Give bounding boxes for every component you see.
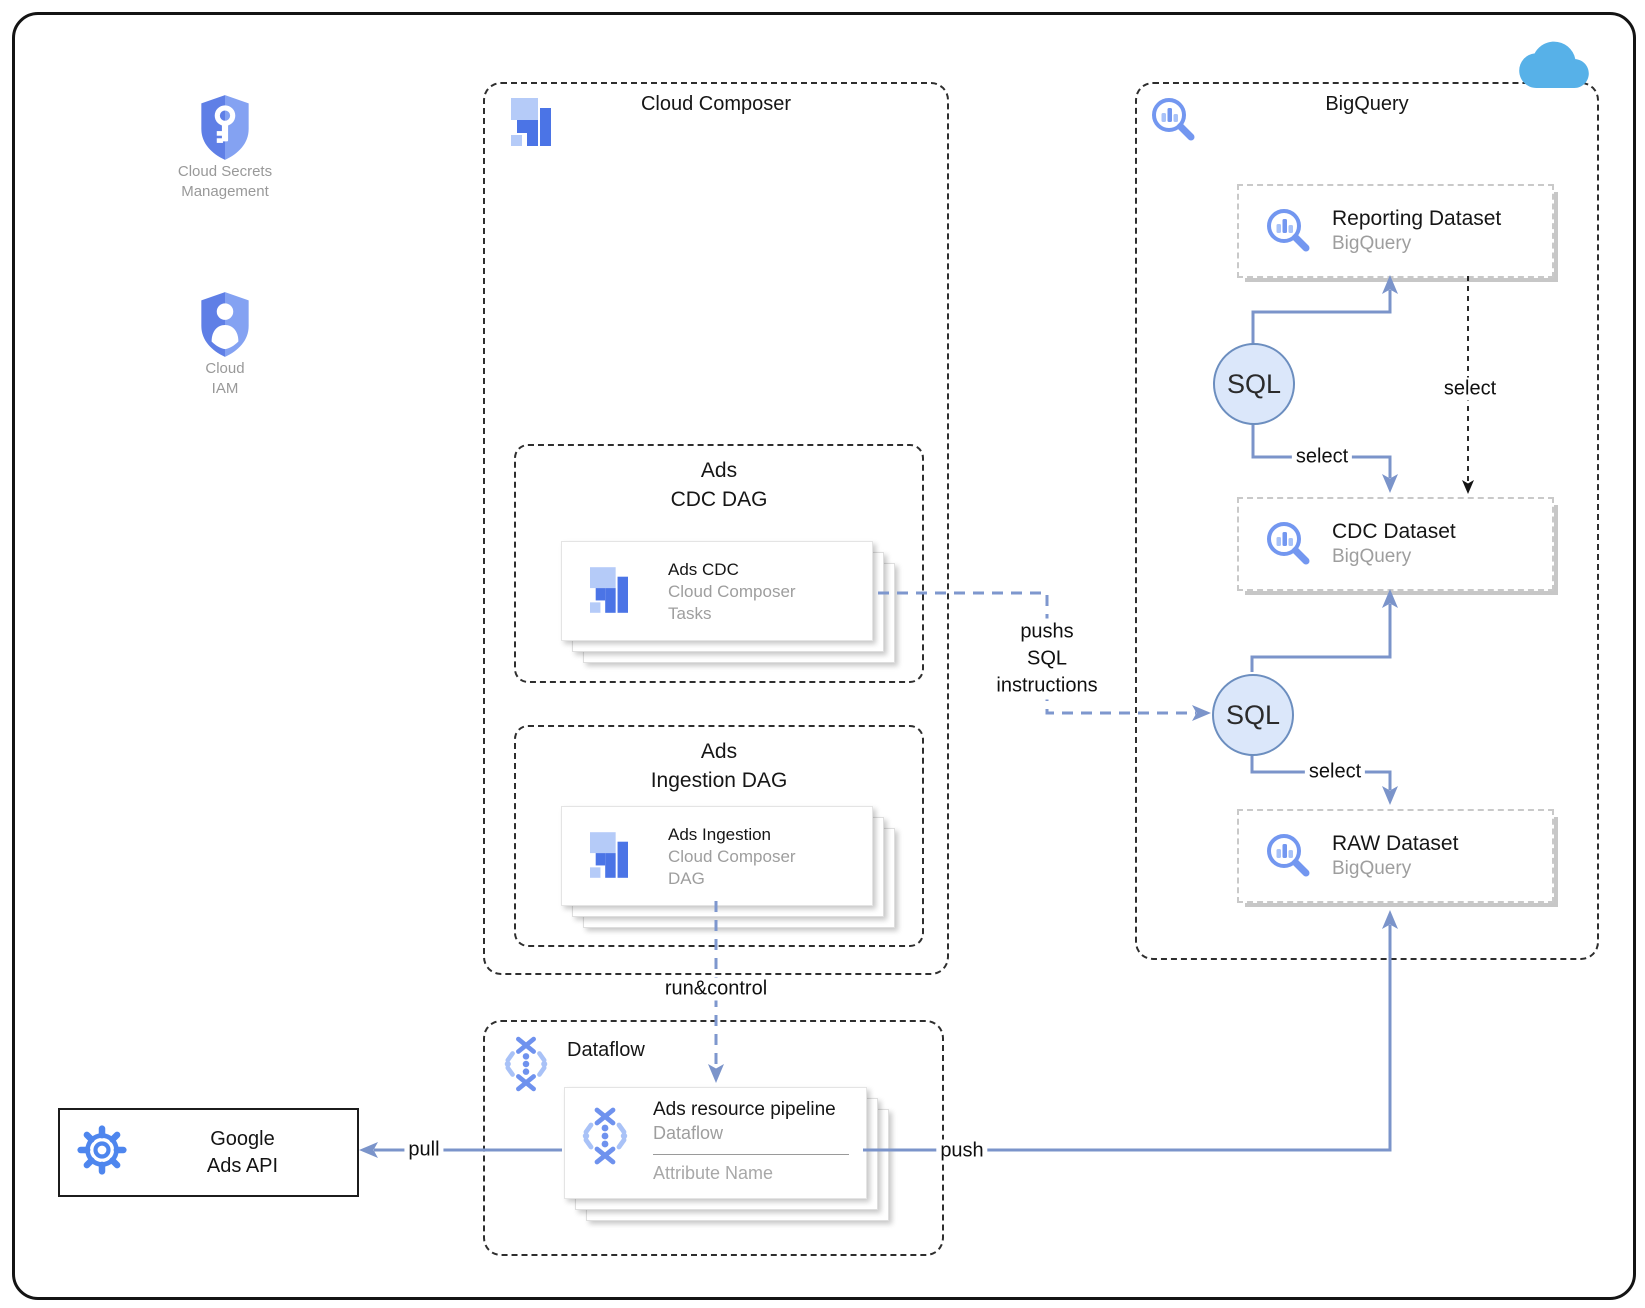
ads-ingestion-dag-title: Ads Ingestion DAG	[516, 737, 922, 795]
cdc-dataset-box: CDC Dataset BigQuery	[1237, 497, 1554, 591]
dataflow-icon	[581, 1100, 629, 1177]
ads-ingestion-dag-title-line2: Ingestion DAG	[650, 769, 788, 792]
cloud-iam-label: Cloud IAM	[130, 359, 320, 399]
bigquery-container: BigQuery Reporting Dataset BigQuery	[1135, 82, 1599, 960]
sql-node-1: SQL	[1213, 343, 1295, 425]
edge-label-run-control: run&control	[660, 977, 772, 1001]
edge-label-pull: pull	[404, 1138, 444, 1162]
bigquery-icon	[1149, 95, 1197, 145]
bigquery-title: BigQuery	[1325, 93, 1409, 115]
ads-ingestion-card-subtitle2: DAG	[668, 869, 705, 888]
raw-dataset-title: RAW Dataset	[1332, 832, 1459, 855]
bigquery-icon	[1264, 519, 1312, 569]
ads-ingestion-card-subtitle1: Cloud Composer	[668, 847, 796, 866]
cloud-secrets-label-line2: Management	[181, 183, 269, 200]
cloud-iam-shield-person-icon	[196, 289, 254, 361]
edge-label-select-reporting-cdc: select	[1439, 377, 1501, 401]
pipeline-card-subtitle: Dataflow	[653, 1123, 724, 1143]
dataflow-container: Dataflow	[483, 1020, 944, 1256]
ads-cdc-dag-title: Ads CDC DAG	[516, 456, 922, 514]
edge-label-pushs-sql-instructions: pushs SQL instructions	[992, 618, 1102, 700]
reporting-dataset-box: Reporting Dataset BigQuery	[1237, 184, 1554, 278]
ads-ingestion-dag-title-line1: Ads	[700, 740, 738, 763]
ads-cdc-card: Ads CDC Cloud Composer Tasks	[561, 541, 873, 641]
sql-node-2-label: SQL	[1225, 699, 1281, 730]
cloud-composer-icon	[590, 831, 628, 884]
edge-label-select-sql1-cdc: select	[1291, 445, 1353, 469]
pushs-label-line3: instructions	[996, 674, 1098, 697]
ads-cdc-card-subtitle1: Cloud Composer	[668, 582, 796, 601]
ads-ingestion-card: Ads Ingestion Cloud Composer DAG	[561, 806, 873, 906]
bigquery-icon	[1264, 206, 1312, 256]
google-ads-api-label: Google Ads API	[128, 1126, 357, 1180]
pipeline-card-title: Ads resource pipeline	[653, 1099, 836, 1120]
cloud-composer-icon	[511, 97, 551, 147]
ads-ingestion-card-title: Ads Ingestion	[668, 825, 772, 844]
sql-node-2: SQL	[1212, 674, 1294, 756]
ads-ingestion-dag-container: Ads Ingestion DAG Ads Ingestion	[514, 725, 924, 947]
pipeline-card-attribute: Attribute Name	[653, 1163, 774, 1183]
reporting-dataset-subtitle: BigQuery	[1332, 233, 1412, 254]
reporting-dataset-title: Reporting Dataset	[1332, 207, 1502, 230]
cloud-secrets-shield-key-icon	[196, 92, 254, 164]
ads-cdc-card-subtitle2: Tasks	[668, 604, 712, 623]
gear-icon	[76, 1124, 128, 1181]
pushs-label-line2: SQL	[1026, 647, 1068, 670]
google-ads-api-line2: Ads API	[206, 1154, 279, 1177]
cloud-composer-icon	[590, 566, 628, 619]
cloud-secrets-label: Cloud Secrets Management	[130, 162, 320, 202]
cloud-composer-container: Cloud Composer Ads CDC DAG	[483, 82, 949, 975]
pipeline-card-divider	[653, 1154, 849, 1155]
edge-label-select-sql2-raw: select	[1304, 760, 1366, 784]
cloud-composer-title: Cloud Composer	[640, 93, 792, 115]
ads-cdc-card-title: Ads CDC	[668, 560, 739, 579]
cdc-dataset-title: CDC Dataset	[1332, 520, 1456, 543]
raw-dataset-subtitle: BigQuery	[1332, 858, 1412, 879]
bigquery-icon	[1264, 831, 1312, 881]
sql-node-1-label: SQL	[1226, 368, 1282, 399]
ads-cdc-dag-title-line1: Ads	[700, 459, 738, 482]
cloud-icon	[1508, 30, 1600, 93]
ads-resource-pipeline-card: Ads resource pipeline Dataflow Attribute…	[564, 1087, 867, 1199]
edge-label-push: push	[936, 1139, 988, 1163]
ads-cdc-dag-container: Ads CDC DAG Ads CDC Cloud Comp	[514, 444, 924, 683]
cloud-iam-label-line2: IAM	[211, 380, 239, 397]
raw-dataset-box: RAW Dataset BigQuery	[1237, 809, 1554, 903]
google-ads-api-box: Google Ads API	[58, 1108, 359, 1197]
dataflow-icon	[503, 1034, 549, 1099]
cdc-dataset-subtitle: BigQuery	[1332, 546, 1412, 567]
ads-cdc-dag-title-line2: CDC DAG	[670, 488, 768, 511]
google-ads-api-line1: Google	[210, 1127, 275, 1150]
cloud-secrets-label-line1: Cloud Secrets	[177, 163, 273, 180]
pushs-label-line1: pushs	[1020, 620, 1074, 643]
cloud-iam-label-line1: Cloud	[205, 360, 245, 377]
dataflow-title: Dataflow	[567, 1039, 645, 1061]
